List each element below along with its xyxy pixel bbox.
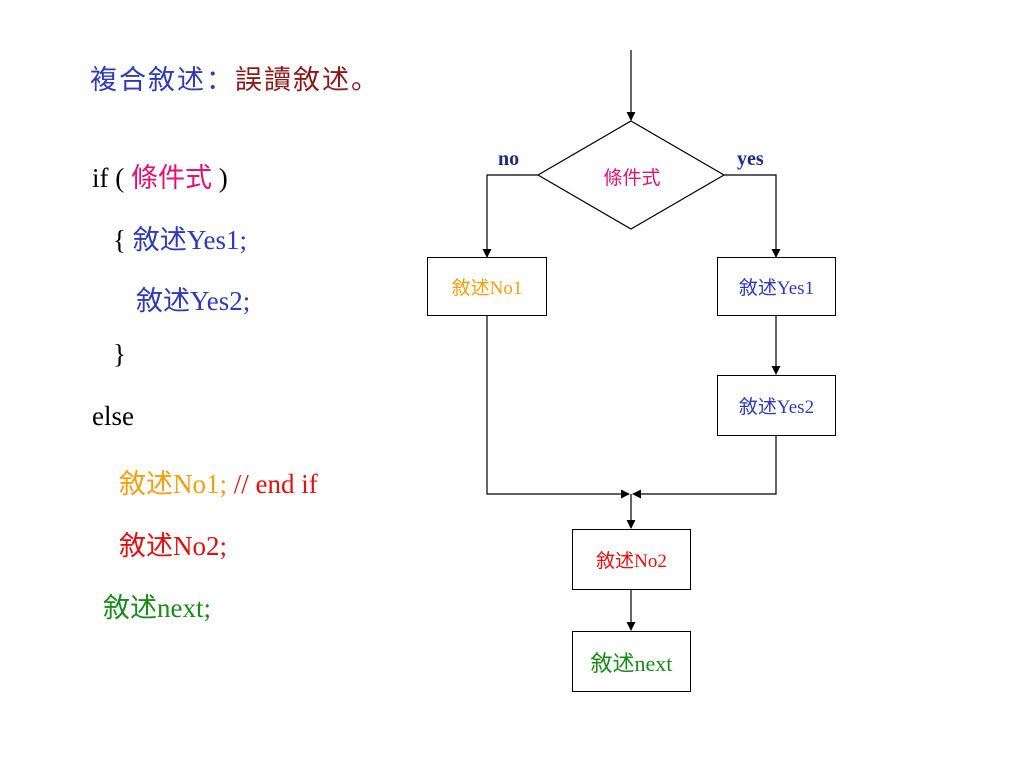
yes-branch-label: yes — [737, 148, 764, 170]
code-line-no2: 敘述No2; — [119, 524, 227, 563]
code-brace-open: { — [113, 225, 133, 255]
code-if-open: if ( — [92, 163, 131, 193]
code-next: 敘述next; — [103, 593, 211, 623]
code-no1: 敘述No1; — [119, 469, 227, 499]
code-brace-close: } — [113, 339, 126, 369]
code-else: else — [92, 401, 134, 431]
code-line-brace-close: } — [113, 339, 126, 370]
code-line-no1: 敘述No1; // end if — [119, 462, 318, 501]
code-no2: 敘述No2; — [119, 531, 227, 561]
code-condition: 條件式 — [130, 163, 212, 193]
code-line-yes2: 敘述Yes2; — [136, 279, 250, 318]
code-line-yes1: { 敘述Yes1; — [113, 218, 247, 257]
node-next: 敘述next — [572, 631, 691, 692]
no-branch-label: no — [498, 148, 520, 170]
node-yes2: 敘述Yes2 — [717, 375, 836, 436]
code-line-if: if ( 條件式 ) — [92, 156, 228, 195]
title-colon: ： — [206, 65, 235, 95]
yes-branch-arrow — [724, 174, 781, 258]
condition-diamond — [536, 120, 726, 230]
node-yes1: 敘述Yes1 — [717, 257, 836, 316]
node-no2: 敘述No2 — [572, 529, 691, 590]
code-if-close: ) — [211, 163, 228, 193]
title-period: 。 — [351, 65, 380, 95]
node-no1: 敘述No1 — [427, 257, 547, 316]
title-misread-statement: 誤讀敘述 — [235, 65, 351, 95]
code-line-next: 敘述next; — [103, 586, 211, 625]
yes2-to-merge-arrow — [632, 436, 777, 499]
code-yes2: 敘述Yes2; — [136, 286, 251, 316]
condition-label: 條件式 — [603, 168, 661, 189]
title-compound-statement: 複合敘述 — [90, 65, 206, 95]
code-end-if-comment: // end if — [227, 469, 318, 499]
code-line-else: else — [92, 401, 134, 432]
code-yes1: 敘述Yes1; — [132, 225, 248, 255]
slide-title: 複合敘述：誤讀敘述。 — [90, 58, 380, 97]
no1-to-merge-arrow — [486, 316, 630, 499]
no-branch-arrow — [482, 174, 538, 258]
